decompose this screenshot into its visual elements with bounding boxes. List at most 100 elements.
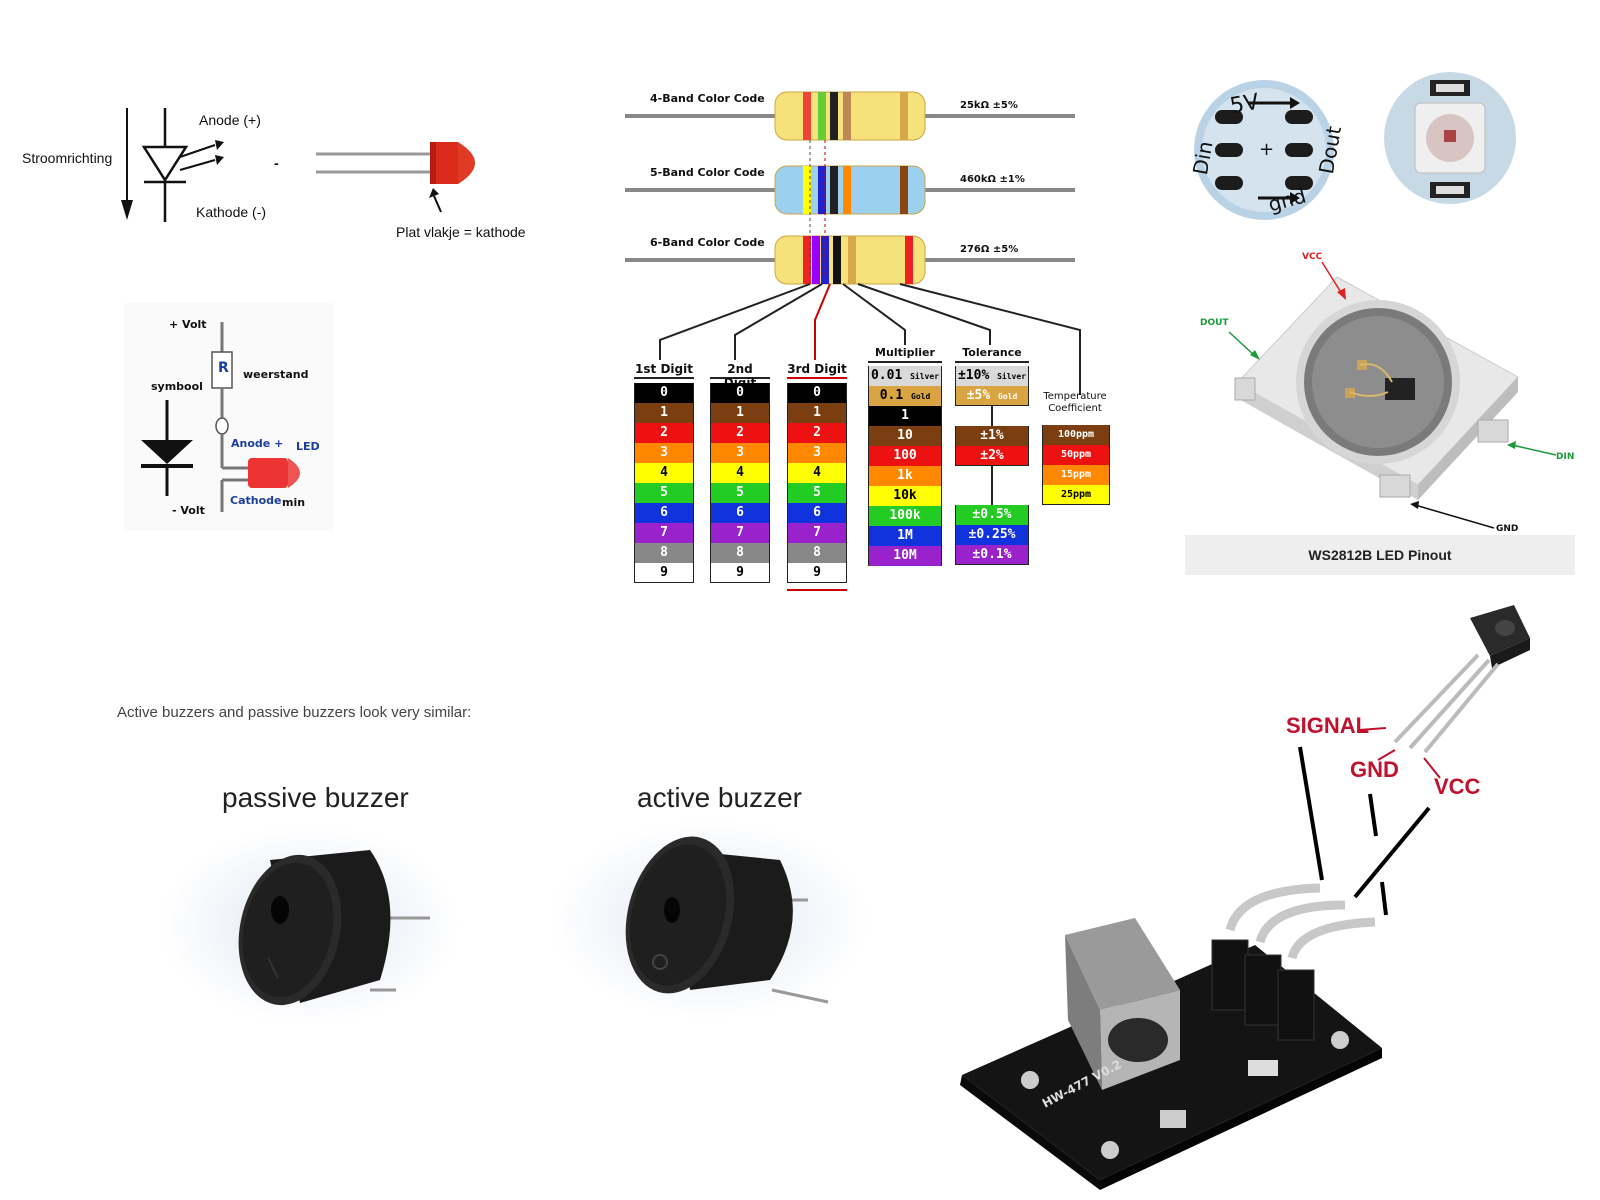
ws2812-din-label: DIN (1556, 452, 1575, 462)
multiplier-cell: 100k (868, 506, 942, 526)
separator-dash: - (274, 155, 279, 171)
band-connector-line (659, 283, 811, 360)
resistor-band (812, 236, 820, 284)
resistor-band (803, 236, 811, 284)
tolerance-cell: ±5% Gold (955, 386, 1029, 406)
tempco-cell: 50ppm (1042, 445, 1110, 465)
resistor-band (900, 166, 908, 214)
resistor-row-title: 6-Band Color Code (650, 236, 765, 249)
digit-cell: 9 (710, 563, 770, 583)
tempco-cell: 15ppm (1042, 465, 1110, 485)
resistor-band (843, 92, 851, 140)
resistor-band (818, 166, 826, 214)
circuit-led (248, 458, 288, 488)
din-arrow (1511, 444, 1557, 456)
gnd-guide-line-top (1368, 793, 1378, 837)
multiplier-header: Multiplier (875, 346, 935, 359)
resistor-band (818, 92, 826, 140)
digit-cell: 7 (710, 523, 770, 543)
flat-side-arrow (433, 195, 442, 213)
band-connector-line (814, 283, 831, 360)
anode-label: Anode (+) (199, 112, 261, 128)
digit-column-header: 1st Digit (635, 362, 693, 376)
ws2812-board-front (1384, 72, 1516, 204)
ir-sensor-component (1393, 605, 1530, 754)
circuit-anode-label: Anode + (231, 437, 284, 450)
band-connector-line (842, 283, 906, 345)
multiplier-cell: 10k (868, 486, 942, 506)
tolerance-cell: ±0.1% (955, 545, 1029, 565)
resistor-row-value: 276Ω ±5% (960, 244, 1019, 255)
ir-module-sensor (1065, 918, 1180, 1090)
band-connector-line (899, 283, 1081, 395)
digit-cell: 5 (634, 483, 694, 503)
signal-label: SIGNAL (1286, 713, 1370, 738)
signal-guide-line (1298, 746, 1324, 881)
tolerance-note: Silver (997, 372, 1027, 381)
buzzers-svg (160, 820, 870, 1025)
resistor-band (803, 92, 811, 140)
digit-cell: 6 (787, 503, 847, 523)
tempco-cell: 100ppm (1042, 425, 1110, 445)
active-buzzer-image (550, 820, 870, 1020)
resistor-band (830, 92, 838, 140)
resistor-letter: R (218, 360, 229, 376)
flat-side-label: Plat vlakje = kathode (396, 224, 526, 240)
digit-cell: 2 (787, 423, 847, 443)
resistor-band (843, 166, 851, 214)
ws2812-vcc-label: VCC (1302, 252, 1323, 262)
multiplier-note: Gold (911, 392, 931, 401)
digit-cell: 1 (787, 403, 847, 423)
symbol-label: symbool (151, 380, 203, 393)
digit-cell: 6 (634, 503, 694, 523)
multiplier-cell: 10 (868, 426, 942, 446)
multiplier-note: Silver (910, 372, 940, 381)
resistor-band (900, 92, 908, 140)
vcc-arrow (1321, 261, 1343, 295)
active-buzzer-title: active buzzer (637, 782, 802, 813)
ws2812-caption: WS2812B LED Pinout (1185, 535, 1575, 575)
ws2812-board-back: + (1194, 80, 1334, 220)
resistor-row-title: 5-Band Color Code (650, 166, 765, 179)
vcc-guide-line (1353, 806, 1431, 899)
resistor-svg (625, 91, 1081, 591)
tolerance-cell: ±2% (955, 446, 1029, 466)
plus-volt-label: + Volt (169, 318, 207, 331)
digit-cell: 4 (634, 463, 694, 483)
resistor-row-title: 4-Band Color Code (650, 92, 765, 105)
tempco-header: Temperature Coefficient (1043, 391, 1107, 414)
digit-cell: 3 (787, 443, 847, 463)
current-direction-label: Stroomrichting (22, 150, 113, 166)
led-symbol-svg (121, 108, 475, 222)
digit-cell: 9 (634, 563, 694, 583)
passive-buzzer-image (160, 825, 460, 1025)
digit-cell: 8 (710, 543, 770, 563)
resistor-band (830, 166, 838, 214)
digit-cell: 4 (787, 463, 847, 483)
ir-gnd-label: GND (1350, 757, 1399, 782)
tolerance-header: Tolerance (962, 346, 1022, 359)
circuit-led-label: LED (296, 440, 320, 453)
digit-cell: 2 (634, 423, 694, 443)
digit-cell: 8 (634, 543, 694, 563)
tolerance-cell: ±1% (955, 426, 1029, 446)
tolerance-cell: ±0.5% (955, 505, 1029, 525)
resistor-row-value: 460kΩ ±1% (960, 174, 1025, 185)
multiplier-cell: 10M (868, 546, 942, 566)
digit-cell: 1 (634, 403, 694, 423)
digit-cell: 4 (710, 463, 770, 483)
resistor-band (905, 236, 913, 284)
digit-cell: 6 (710, 503, 770, 523)
tempco-cell: 25ppm (1042, 485, 1110, 505)
ir-vcc-label: VCC (1434, 774, 1481, 799)
ws2812-svg: + (1194, 72, 1557, 529)
passive-buzzer-title: passive buzzer (222, 782, 409, 813)
resistor-band (803, 166, 811, 214)
band-connector-line (734, 283, 823, 360)
tolerance-cell: ±0.25% (955, 525, 1029, 545)
svg-text:+: + (1259, 139, 1274, 160)
band-connector-line (857, 283, 991, 345)
digit-column-header: 3rd Digit (787, 362, 847, 376)
gnd-arrow (1414, 504, 1495, 529)
